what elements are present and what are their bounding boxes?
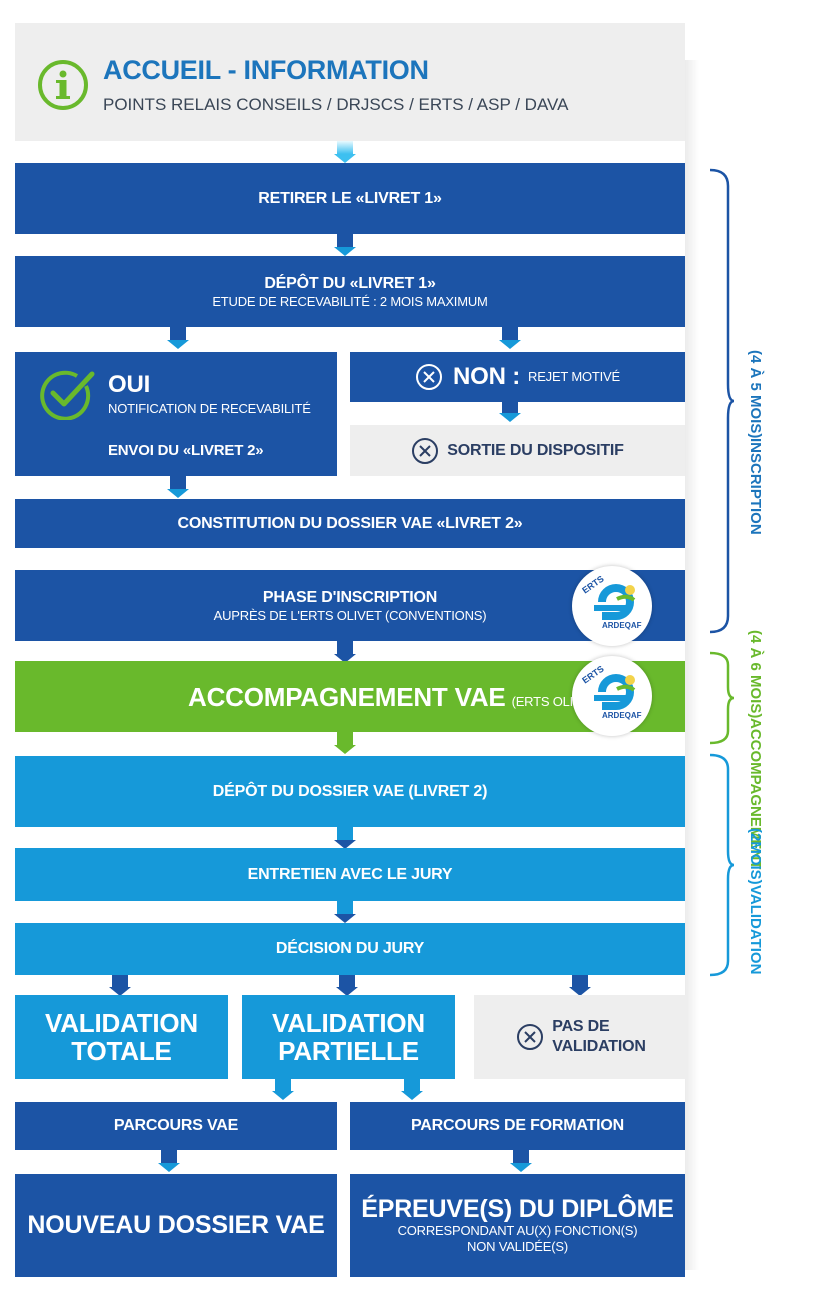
validation-partielle-line1: VALIDATION xyxy=(271,1008,426,1038)
step-oui-title: OUI xyxy=(108,371,151,398)
page-shadow xyxy=(685,60,699,1270)
step-constitution: CONSTITUTION DU DOSSIER VAE «LIVRET 2» xyxy=(15,499,685,548)
step-retirer-label: RETIRER LE «LIVRET 1» xyxy=(258,189,442,207)
phase-accompagnement-line1: ACCOMPAGNEMENT xyxy=(747,718,764,870)
step-entretien-label: ENTRETIEN AVEC LE JURY xyxy=(247,865,453,883)
step-entretien: ENTRETIEN AVEC LE JURY xyxy=(15,848,685,901)
step-depot-subtitle: ETUDE DE RECEVABILITÉ : 2 MOIS MAXIMUM xyxy=(212,293,488,309)
step-parcours-formation: PARCOURS DE FORMATION xyxy=(350,1102,685,1150)
step-non-subtitle: REJET MOTIVÉ xyxy=(528,369,620,384)
outcome-validation-partielle: VALIDATION PARTIELLE xyxy=(242,995,455,1079)
step-constitution-label: CONSTITUTION DU DOSSIER VAE «LIVRET 2» xyxy=(177,514,523,532)
step-phase-subtitle: AUPRÈS DE L'ERTS OLIVET (CONVENTIONS) xyxy=(213,607,487,623)
validation-totale-line2: TOTALE xyxy=(71,1036,172,1066)
header-subtitle: POINTS RELAIS CONSEILS / DRJSCS / ERTS /… xyxy=(103,95,569,114)
step-phase-title: PHASE D'INSCRIPTION xyxy=(262,588,438,606)
logo-bottom-text: ARDEQAF xyxy=(602,621,642,630)
step-oui-subtitle: NOTIFICATION DE RECEVABILITÉ xyxy=(108,401,311,416)
nouveau-dossier-label: NOUVEAU DOSSIER VAE xyxy=(27,1211,325,1239)
x-circle-icon xyxy=(412,437,439,464)
pas-validation-line2: VALIDATION xyxy=(552,1038,646,1055)
step-nouveau-dossier: NOUVEAU DOSSIER VAE xyxy=(15,1174,337,1277)
x-circle-icon xyxy=(517,1024,544,1050)
epreuves-title: ÉPREUVE(S) DU DIPLÔME xyxy=(361,1195,674,1223)
step-sortie-label: SORTIE DU DISPOSITIF xyxy=(447,441,624,459)
phase-accompagnement-line2: (4 À 6 MOIS) xyxy=(747,630,764,719)
brace-accompagnement xyxy=(709,651,735,745)
brace-inscription xyxy=(709,168,735,634)
step-oui: OUI NOTIFICATION DE RECEVABILITÉ ENVOI D… xyxy=(15,352,337,476)
logo-bottom-text: ARDEQAF xyxy=(602,711,642,720)
phase-inscription-line1: INSCRIPTION xyxy=(747,438,764,536)
step-non-title: NON : xyxy=(453,363,520,390)
step-retirer-livret1: RETIRER LE «LIVRET 1» xyxy=(15,163,685,234)
x-circle-icon xyxy=(416,364,442,390)
check-icon xyxy=(40,370,95,420)
phase-label-validation: VALIDATION (2MOIS) xyxy=(746,828,764,974)
step-decision: DÉCISION DU JURY xyxy=(15,923,685,975)
epreuves-subtitle-1: CORRESPONDANT AU(X) FONCTION(S) xyxy=(397,1223,638,1238)
step-depot-livret1: DÉPÔT DU «LIVRET 1» ETUDE DE RECEVABILIT… xyxy=(15,256,685,327)
step-depot-dossier: DÉPÔT DU DOSSIER VAE (LIVRET 2) xyxy=(15,756,685,827)
phase-label-inscription: INSCRIPTION (4 À 5 MOIS) xyxy=(746,350,764,535)
phase-validation-line1: VALIDATION xyxy=(747,884,764,975)
epreuves-subtitle-2: NON VALIDÉE(S) xyxy=(467,1239,568,1254)
validation-totale-line1: VALIDATION xyxy=(44,1008,199,1038)
step-non: NON : REJET MOTIVÉ xyxy=(350,352,685,402)
outcome-validation-totale: VALIDATION TOTALE xyxy=(15,995,228,1079)
outcome-pas-de-validation: PAS DE VALIDATION xyxy=(474,995,688,1079)
pas-validation-line1: PAS DE xyxy=(552,1018,610,1035)
step-sortie: SORTIE DU DISPOSITIF xyxy=(350,425,685,476)
parcours-formation-label: PARCOURS DE FORMATION xyxy=(411,1117,624,1134)
brace-validation xyxy=(709,753,735,977)
phase-label-accompagnement: ACCOMPAGNEMENT (4 À 6 MOIS) xyxy=(746,630,764,870)
step-parcours-vae: PARCOURS VAE xyxy=(15,1102,337,1150)
step-epreuves: ÉPREUVE(S) DU DIPLÔME CORRESPONDANT AU(X… xyxy=(350,1174,685,1277)
step-depot-dossier-label: DÉPÔT DU DOSSIER VAE (LIVRET 2) xyxy=(212,782,488,800)
validation-partielle-line2: PARTIELLE xyxy=(278,1036,419,1066)
phase-inscription-line2: (4 À 5 MOIS) xyxy=(747,350,764,439)
step-oui-envoi: ENVOI DU «LIVRET 2» xyxy=(108,442,264,459)
erts-logo: ERTS ARDEQAF xyxy=(572,656,652,736)
phase-validation-line2: (2MOIS) xyxy=(747,828,764,885)
step-decision-label: DÉCISION DU JURY xyxy=(275,940,425,957)
step-depot-title: DÉPÔT DU «LIVRET 1» xyxy=(264,274,436,292)
step-accompagnement-title: ACCOMPAGNEMENT VAE xyxy=(188,682,506,712)
header-box: ACCUEIL - INFORMATION POINTS RELAIS CONS… xyxy=(15,23,685,141)
parcours-vae-label: PARCOURS VAE xyxy=(113,1117,239,1134)
header-title: ACCUEIL - INFORMATION xyxy=(103,55,429,85)
info-icon xyxy=(38,60,88,110)
erts-logo: ERTS ARDEQAF xyxy=(572,566,652,646)
